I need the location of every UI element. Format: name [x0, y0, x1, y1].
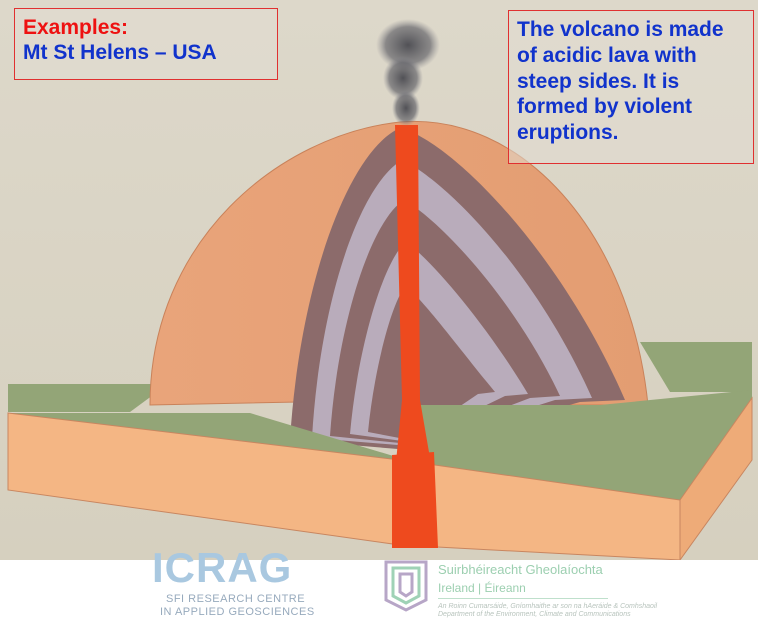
icrag-logo: ICRAG SFI RESEARCH CENTRE IN APPLIED GEO…	[152, 560, 342, 618]
magma-chamber-feed	[392, 452, 438, 548]
description-line: eruptions.	[517, 120, 753, 146]
gsi-country: Ireland | Éireann	[438, 581, 526, 595]
gsi-department-irish: An Roinn Cumarsáide, Gníomhaithe ar son …	[438, 603, 657, 610]
gsi-emblem-icon	[384, 560, 428, 612]
examples-heading: Examples:	[23, 15, 277, 40]
gsi-divider	[438, 598, 608, 599]
gsi-department-english: Department of the Environment, Climate a…	[438, 611, 631, 618]
examples-box: Examples: Mt St Helens – USA	[14, 8, 278, 80]
example-volcano: Mt St Helens – USA	[23, 40, 277, 65]
description-line: formed by violent	[517, 94, 753, 120]
gsi-logo: Suirbhéireacht Gheolaíochta Ireland | Éi…	[380, 560, 630, 618]
gsi-name: Suirbhéireacht Gheolaíochta	[438, 562, 603, 577]
icrag-tagline-line2: IN APPLIED GEOSCIENCES	[160, 606, 315, 618]
icrag-wordmark: ICRAG	[152, 544, 292, 592]
description-line: steep sides. It is	[517, 69, 753, 95]
footer-logos: ICRAG SFI RESEARCH CENTRE IN APPLIED GEO…	[0, 560, 758, 618]
description-box: The volcano is made of acidic lava with …	[508, 10, 754, 164]
description-line: The volcano is made	[517, 17, 753, 43]
description-line: of acidic lava with	[517, 43, 753, 69]
icrag-tagline-line1: SFI RESEARCH CENTRE	[166, 593, 305, 605]
